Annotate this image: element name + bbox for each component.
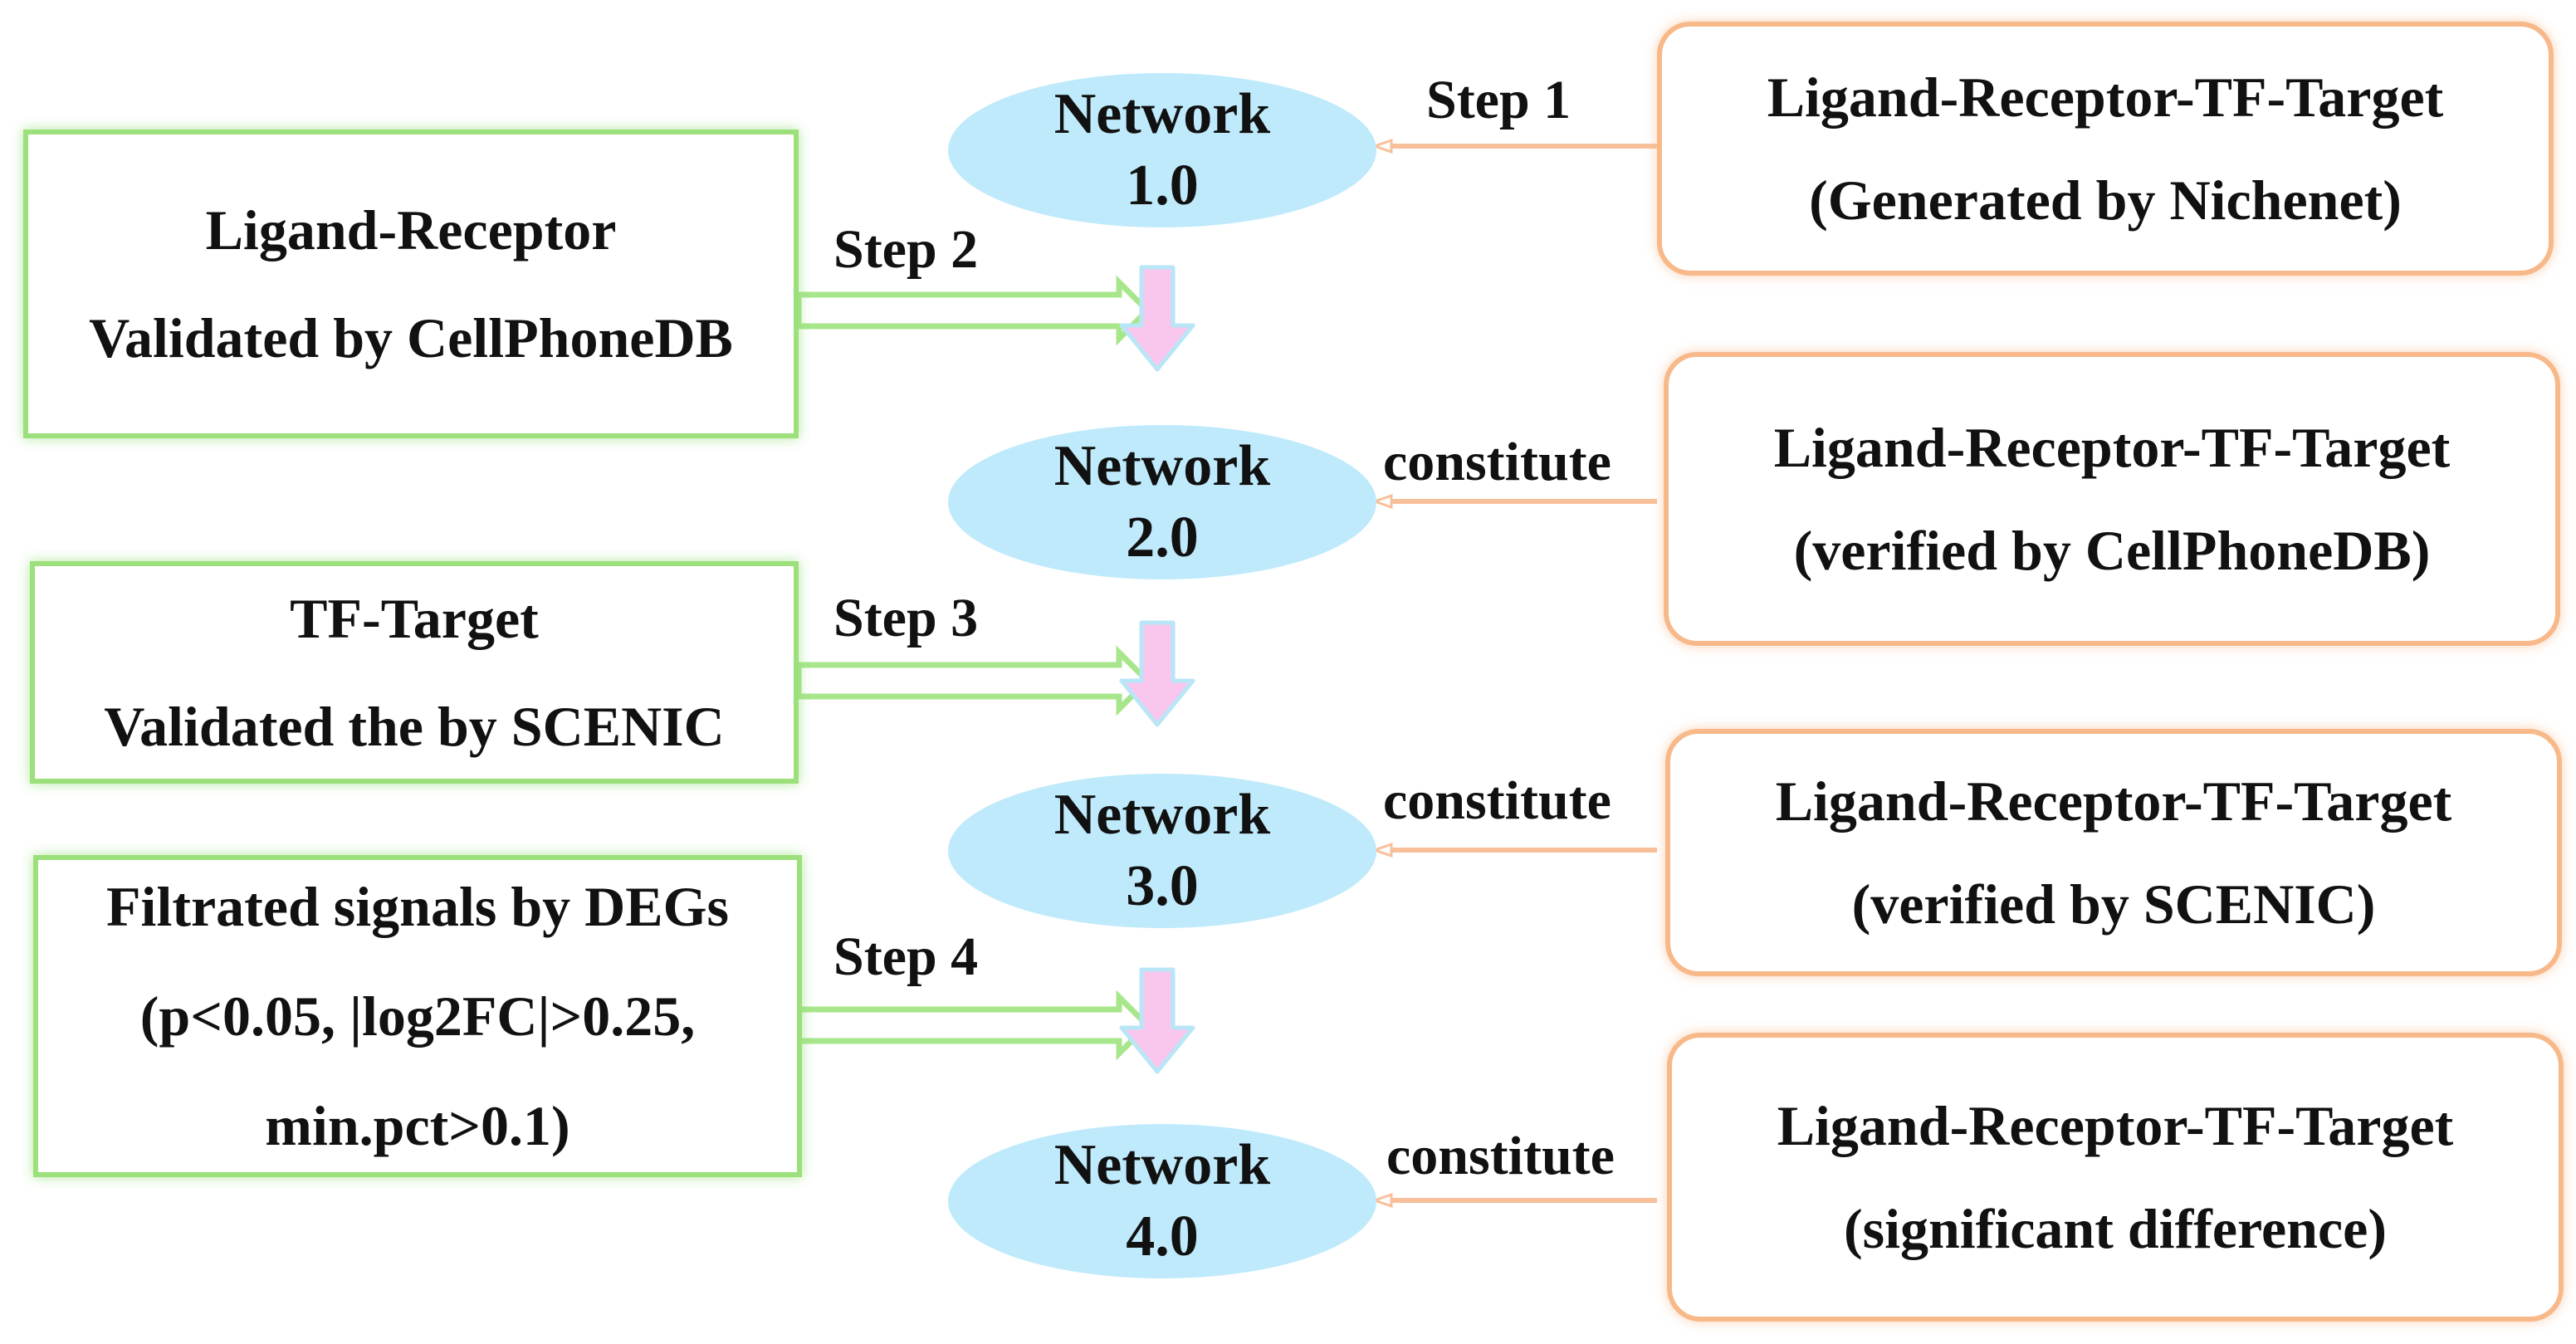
- arrow-right-box-1-to-network-1: [1371, 138, 1657, 154]
- box-cellphonedb-line-1: Ligand-Receptor-TF-Target: [1773, 416, 2451, 479]
- constitute-label-3: constitute: [1386, 1126, 1615, 1186]
- box-nichenet-line-1: Ligand-Receptor-TF-Target: [1767, 66, 2444, 129]
- step-1-label: Step 1: [1426, 70, 1572, 130]
- box-scenic-line-2: (verified by SCENIC): [1851, 872, 2376, 936]
- box-ligand-receptor-line-1: Ligand-Receptor: [205, 198, 617, 261]
- box-significant-difference-line-1: Ligand-Receptor-TF-Target: [1777, 1094, 2454, 1157]
- constitute-label-2: constitute: [1383, 770, 1611, 831]
- network-4-node: Network 4.0: [948, 1124, 1376, 1278]
- box-tf-target-line-2: Validated the by SCENIC: [104, 695, 725, 758]
- arrow-right-box-4-to-network-4: [1371, 1192, 1657, 1209]
- network-3-node: Network 3.0: [948, 774, 1376, 928]
- box-significant-difference: Ligand-Receptor-TF-Target (significant d…: [1667, 1033, 2564, 1322]
- box-scenic: Ligand-Receptor-TF-Target (verified by S…: [1665, 729, 2562, 976]
- box-cellphonedb-line-2: (verified by CellPhoneDB): [1793, 519, 2431, 582]
- arrow-right-box-2-to-network-2: [1371, 493, 1657, 510]
- network-3-label: Network 3.0: [1053, 783, 1271, 918]
- box-degs-filter-line-3: min.pct>0.1): [265, 1094, 570, 1157]
- arrow-degs-filter-to-center: [795, 990, 1151, 1061]
- down-arrow-1-to-2: [1119, 265, 1195, 372]
- box-scenic-line-1: Ligand-Receptor-TF-Target: [1775, 770, 2452, 833]
- box-significant-difference-line-2: (significant difference): [1843, 1197, 2388, 1260]
- network-1-node: Network 1.0: [948, 73, 1376, 227]
- box-cellphonedb: Ligand-Receptor-TF-Target (verified by C…: [1664, 352, 2560, 646]
- box-tf-target: TF-Target Validated the by SCENIC: [30, 561, 799, 784]
- down-arrow-3-to-4: [1119, 967, 1195, 1074]
- box-nichenet-line-2: (Generated by Nichenet): [1809, 169, 2402, 232]
- arrow-ligand-receptor-to-center: [795, 275, 1151, 346]
- step-4-label: Step 4: [833, 926, 979, 987]
- step-2-label: Step 2: [833, 219, 979, 280]
- box-nichenet: Ligand-Receptor-TF-Target (Generated by …: [1657, 22, 2554, 276]
- arrow-tf-target-to-center: [795, 645, 1151, 716]
- box-degs-filter-line-1: Filtrated signals by DEGs: [106, 875, 729, 938]
- box-tf-target-line-1: TF-Target: [290, 587, 539, 650]
- box-ligand-receptor: Ligand-Receptor Validated by CellPhoneDB: [23, 130, 799, 438]
- constitute-label-1: constitute: [1383, 432, 1611, 492]
- network-2-node: Network 2.0: [948, 425, 1376, 579]
- network-1-label: Network 1.0: [1053, 82, 1271, 217]
- arrow-right-box-3-to-network-3: [1371, 842, 1657, 858]
- step-3-label: Step 3: [833, 588, 979, 648]
- down-arrow-2-to-3: [1119, 620, 1195, 727]
- box-degs-filter-line-2: (p<0.05, |log2FC|>0.25,: [139, 985, 696, 1048]
- box-degs-filter: Filtrated signals by DEGs (p<0.05, |log2…: [33, 855, 802, 1177]
- network-2-label: Network 2.0: [1053, 434, 1271, 569]
- network-4-label: Network 4.0: [1053, 1133, 1271, 1268]
- box-ligand-receptor-line-2: Validated by CellPhoneDB: [89, 306, 733, 369]
